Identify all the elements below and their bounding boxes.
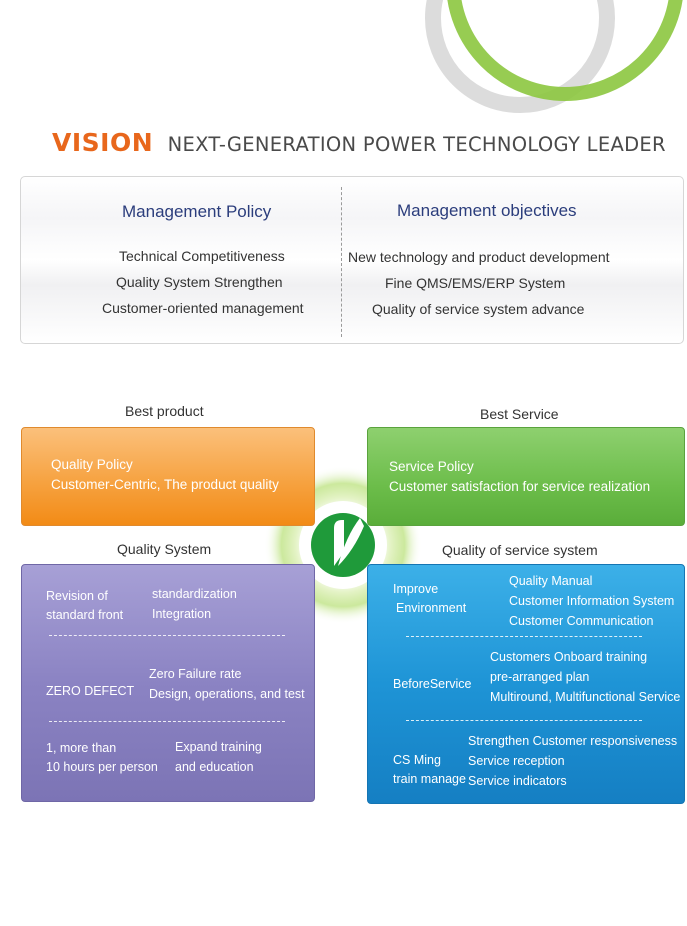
row-label: standard front — [46, 608, 124, 622]
objective-item: New technology and product development — [348, 249, 610, 265]
quality-system-label: Quality System — [117, 541, 212, 557]
policy-item: Customer-oriented management — [102, 300, 304, 316]
row-item: Customer Information System — [509, 594, 675, 608]
row-item: Expand training — [175, 740, 262, 754]
quality-service-system-label: Quality of service system — [442, 542, 598, 558]
row-label: 1, more than — [46, 741, 117, 755]
service-system-card: Improve Environment Quality Manual Custo… — [367, 564, 685, 804]
row-label: BeforeService — [393, 677, 472, 691]
row-label: 10 hours per person — [46, 760, 158, 774]
column-divider — [341, 187, 342, 337]
decorative-rings — [425, 0, 683, 113]
row-item: Customers Onboard training — [490, 650, 648, 664]
row-item: Zero Failure rate — [149, 667, 242, 681]
row-item: standardization — [152, 587, 237, 601]
section-divider — [49, 635, 285, 636]
service-policy-title: Service Policy — [389, 459, 474, 474]
policy-item: Quality System Strengthen — [116, 274, 283, 290]
row-item: Customer Communication — [509, 614, 654, 628]
row-label: Environment — [396, 601, 467, 615]
row-label: train manage — [393, 772, 466, 786]
row-label: Improve — [393, 582, 439, 596]
row-item: pre-arranged plan — [490, 670, 590, 684]
policy-item: Technical Competitiveness — [119, 248, 285, 264]
row-item: Multiround, Multifunctional Service — [490, 690, 681, 704]
row-item: and education — [175, 760, 254, 774]
best-service-label: Best Service — [480, 406, 559, 422]
service-policy-text: Customer satisfaction for service realiz… — [389, 479, 651, 494]
service-policy-card: Service Policy Customer satisfaction for… — [367, 427, 685, 526]
row-item: Integration — [152, 607, 212, 621]
row-item: Strengthen Customer responsiveness — [468, 734, 678, 748]
section-divider — [49, 721, 285, 722]
quality-policy-title: Quality Policy — [51, 457, 133, 472]
vision-tagline: NEXT-GENERATION POWER TECHNOLOGY LEADER — [167, 133, 666, 156]
vision-header: VISION NEXT-GENERATION POWER TECHNOLOGY … — [52, 128, 666, 157]
quality-system-card: Revision of standard front standardizati… — [21, 564, 315, 802]
quality-policy-card: Quality Policy Customer-Centric, The pro… — [21, 427, 315, 526]
objective-item: Quality of service system advance — [372, 301, 585, 317]
management-policy-title: Management Policy — [122, 202, 272, 221]
row-item: Quality Manual — [509, 574, 593, 588]
section-divider — [406, 720, 642, 721]
quality-policy-text: Customer-Centric, The product quality — [51, 477, 279, 492]
best-product-label: Best product — [125, 403, 204, 419]
row-item: Design, operations, and test — [149, 687, 305, 701]
vision-title: VISION — [52, 128, 154, 157]
section-divider — [406, 636, 642, 637]
management-policy-panel: Management Policy Technical Competitiven… — [20, 176, 684, 344]
row-item: Service reception — [468, 754, 565, 768]
management-objectives-title: Management objectives — [397, 201, 577, 220]
objective-item: Fine QMS/EMS/ERP System — [385, 275, 566, 291]
row-label: ZERO DEFECT — [46, 684, 135, 698]
row-item: Service indicators — [468, 774, 567, 788]
row-label: CS Ming — [393, 753, 441, 767]
row-label: Revision of — [46, 589, 108, 603]
